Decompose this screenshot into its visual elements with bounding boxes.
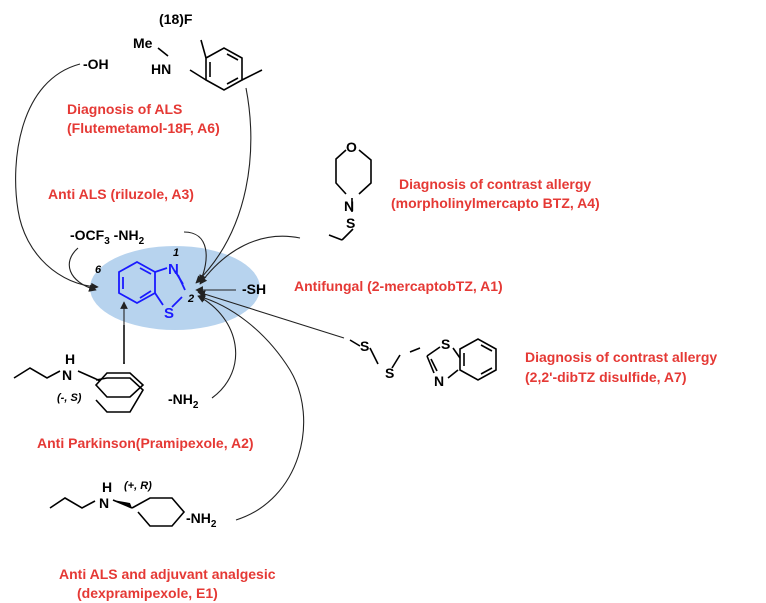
arrow-a4 [199, 235, 301, 285]
arrow-a6 [195, 87, 252, 284]
e1-h-atom: H [102, 479, 112, 495]
oh-group: -OH [83, 56, 109, 72]
a2-h-atom: H [65, 351, 75, 367]
a2-stereo: (-, S) [57, 392, 82, 404]
disulfide-s1-atom: S [360, 338, 369, 354]
arrow-nh2-top [183, 231, 207, 283]
disulfide-s2-atom: S [385, 365, 394, 381]
core-highlight [90, 246, 260, 330]
a4-s-atom: S [346, 215, 355, 231]
a7-btz-n-atom: N [434, 373, 444, 389]
arrow-nh2-bottom [197, 294, 305, 521]
morpholine-n-atom: N [344, 198, 354, 214]
methyl-label: Me [133, 35, 153, 51]
a3-label: Anti ALS (riluzole, A3) [48, 186, 194, 202]
nh2-mid-group: -NH2 [168, 391, 199, 411]
f18-atom: (18)F [159, 11, 193, 27]
e1-stereo: (+, R) [124, 480, 152, 492]
e1-n-atom: N [99, 495, 109, 511]
a1-label: Antifungal (2-mercaptobTZ, A1) [294, 278, 503, 294]
a6-nh-atom: HN [151, 61, 171, 77]
a7-structure: S S S N [349, 336, 497, 389]
nh2-bottom-group: -NH2 [186, 510, 217, 530]
position-1: 1 [173, 247, 179, 259]
a4-structure: O N S [328, 139, 372, 241]
arrow-ocf3 [68, 247, 97, 292]
arrows [15, 63, 345, 521]
sh-group: -SH [242, 281, 266, 297]
a4-title: Diagnosis of contrast allergy [399, 176, 591, 192]
core-benzothiazole: N S 1 2 6 [95, 247, 194, 322]
a7-title: Diagnosis of contrast allergy [525, 349, 717, 365]
a4-subtitle: (morpholinylmercapto BTZ, A4) [391, 195, 600, 211]
a6-subtitle: (Flutemetamol-18F, A6) [67, 120, 220, 136]
a2-n-atom: N [62, 367, 72, 383]
arrow-nh2-mid [197, 295, 237, 399]
position-6: 6 [95, 264, 102, 276]
core-s-atom: S [164, 305, 174, 322]
morpholine-o-atom: O [346, 139, 357, 155]
e1-title: Anti ALS and adjuvant analgesic [59, 566, 276, 582]
arrow-oh [15, 63, 99, 291]
a2-label: Anti Parkinson(Pramipexole, A2) [37, 435, 254, 451]
ocf3-nh2-group: -OCF3 -NH2 [70, 227, 145, 247]
position-2: 2 [187, 293, 194, 305]
a7-subtitle: (2,2'-dibTZ disulfide, A7) [525, 369, 686, 385]
a6-title: Diagnosis of ALS [67, 101, 182, 117]
a6-structure: (18)F Me HN [133, 11, 263, 91]
a7-btz-s-atom: S [441, 336, 450, 352]
core-n-atom: N [168, 261, 179, 278]
e1-subtitle: (dexpramipexole, E1) [77, 585, 218, 601]
e1-structure: H N (+, R) [49, 479, 186, 527]
arrow-a7 [197, 290, 345, 339]
